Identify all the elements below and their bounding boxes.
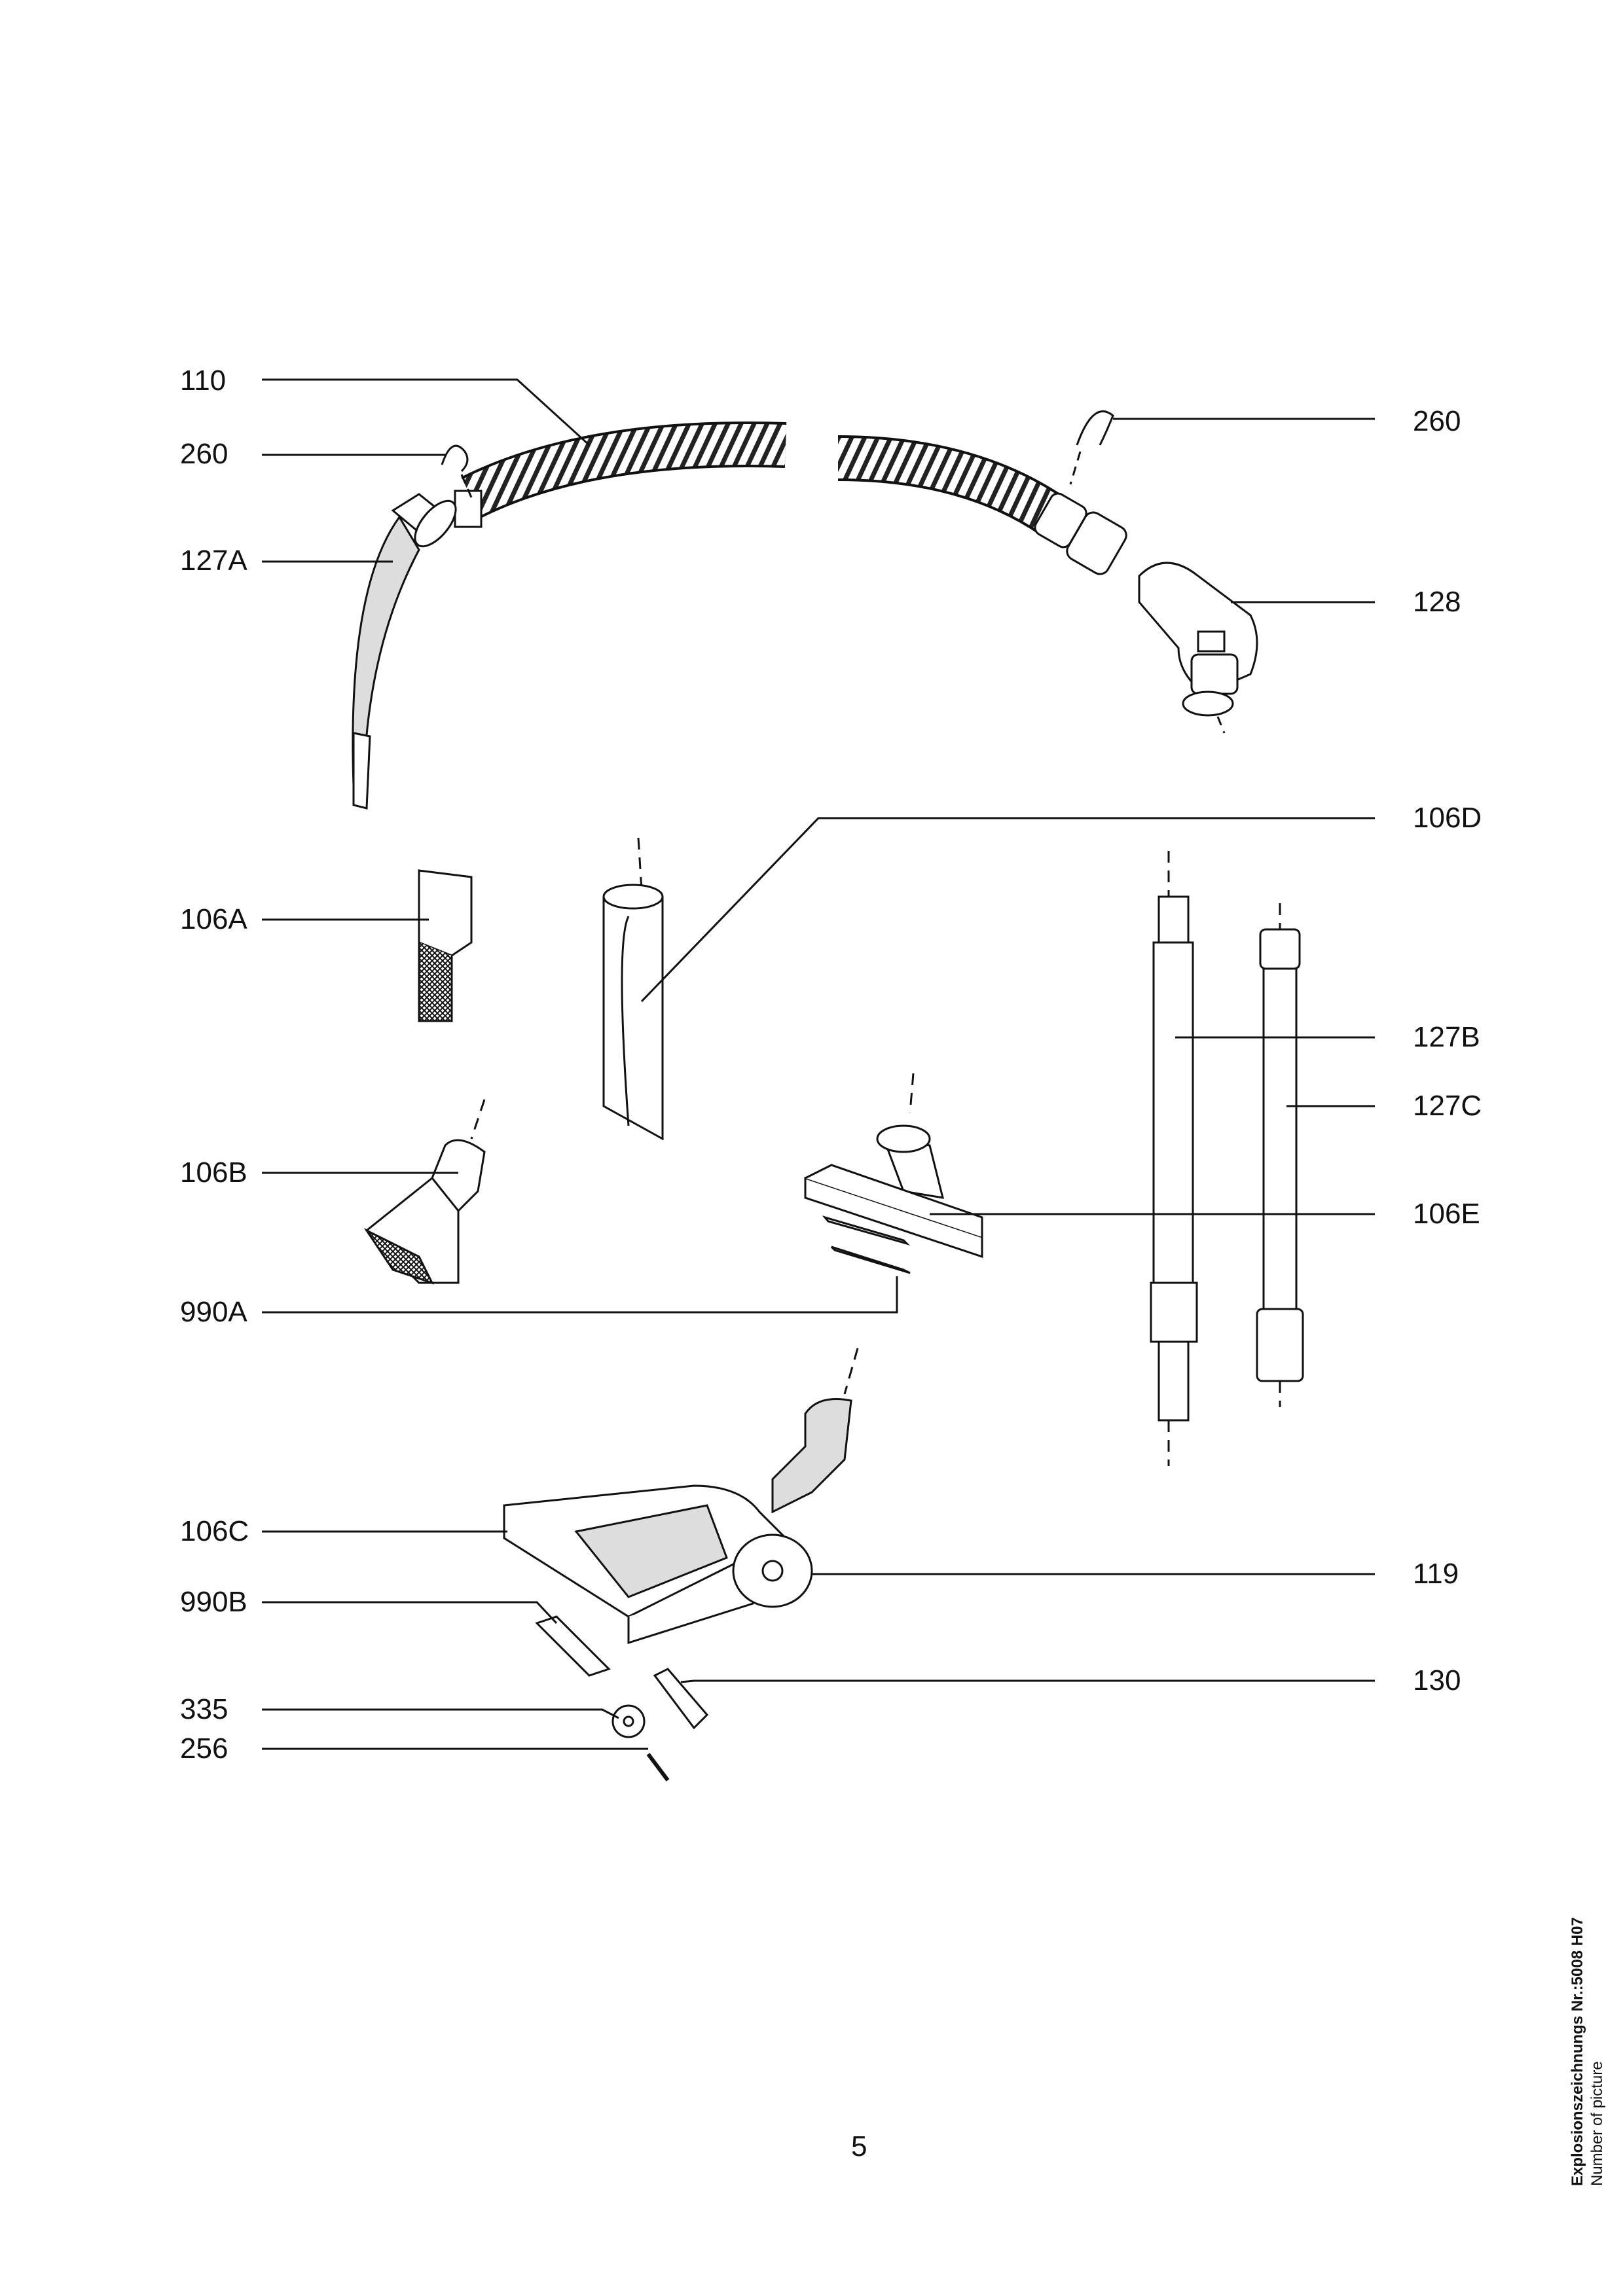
- leader-335: [262, 1708, 619, 1719]
- label-106B: 106B: [180, 1157, 247, 1189]
- hose-right-section: [837, 435, 1127, 575]
- crevice-tool-106D: [602, 837, 664, 1141]
- power-nozzle-106C: [503, 1348, 859, 1782]
- label-106D: 106D: [1413, 802, 1482, 834]
- drawing-reference-note: Explosionszeichnungs Nr.:5008 H07 Number…: [1568, 1917, 1607, 2186]
- drawing-number: Explosionszeichnungs Nr.:5008 H07: [1569, 1917, 1586, 2186]
- leader-990B: [262, 1601, 558, 1624]
- label-127A: 127A: [180, 545, 247, 577]
- drawing-number-caption: Number of picture: [1588, 2061, 1606, 2186]
- handle-128: [1138, 562, 1258, 734]
- brush-106A: [418, 869, 473, 1022]
- label-260-right: 260: [1413, 405, 1461, 437]
- label-990A: 990A: [180, 1296, 247, 1328]
- leader-110: [262, 378, 591, 446]
- floor-nozzle-106E: [804, 1073, 983, 1274]
- tube-127C: [1256, 903, 1304, 1407]
- handle-127A: [352, 493, 457, 810]
- label-990B: 990B: [180, 1586, 247, 1618]
- clip-260-left: [441, 444, 473, 498]
- leader-lines: [262, 378, 1375, 1750]
- label-130: 130: [1413, 1664, 1461, 1696]
- label-128: 128: [1413, 586, 1461, 618]
- hose-left-section: [454, 422, 787, 528]
- label-127B: 127B: [1413, 1021, 1480, 1053]
- clip-260-right: [1069, 410, 1114, 485]
- label-260-left: 260: [180, 438, 228, 470]
- label-110: 110: [180, 365, 227, 397]
- label-256: 256: [180, 1732, 228, 1765]
- label-106C: 106C: [180, 1515, 249, 1547]
- label-119: 119: [1413, 1558, 1459, 1590]
- leader-990A: [262, 1276, 898, 1314]
- tube-127B: [1150, 851, 1198, 1466]
- leader-130: [680, 1679, 1375, 1683]
- page-number: 5: [851, 2130, 867, 2162]
- dusting-brush-106B: [363, 1099, 486, 1285]
- label-106E: 106E: [1413, 1198, 1480, 1230]
- label-335: 335: [180, 1693, 228, 1725]
- label-127C: 127C: [1413, 1090, 1482, 1122]
- label-106A: 106A: [180, 903, 247, 935]
- leader-106D: [640, 817, 1375, 1003]
